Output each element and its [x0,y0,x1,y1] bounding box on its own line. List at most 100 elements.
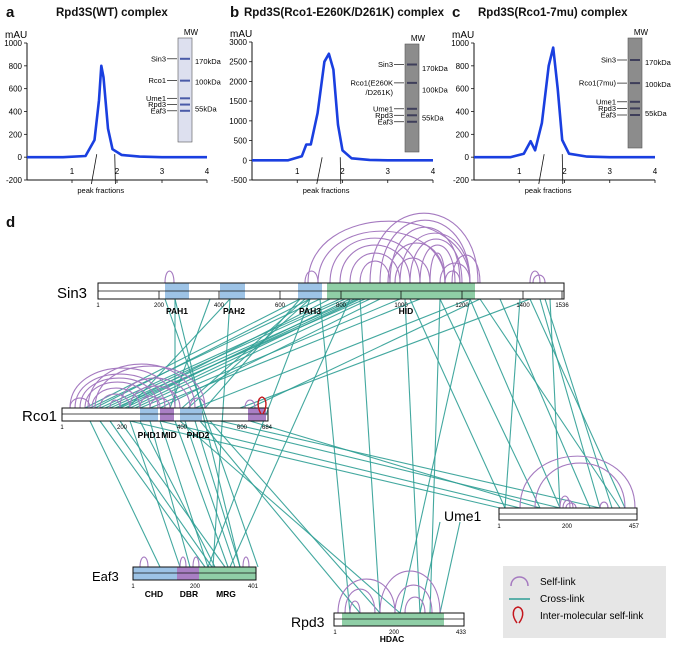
peak-label-b: peak fractions [303,186,350,195]
sin3-self-link-21 [532,274,546,284]
rco1-self-link-5 [99,393,131,409]
band-label-b-1: Rco1(E260K [350,78,393,87]
cross-link-23 [127,298,231,409]
sin3-self-link-17 [439,262,471,284]
cross-link-58 [539,298,601,509]
band-label-b-0: Sin3 [378,60,393,69]
rco1-self-link-7 [87,363,196,409]
x-tick-label-a-1: 1 [70,167,75,176]
eaf3-tick-200: 200 [190,584,201,590]
eaf3-tick-401: 401 [248,584,259,590]
ume1-tick-1: 1 [497,524,501,530]
rco1-domain-purple-2 [248,408,266,421]
ume1-self-link-0 [519,455,636,509]
y-tick-label-a--200: -200 [6,176,23,185]
sin3-self-link-12 [409,238,463,284]
panel-letter-a: a [6,4,15,21]
ume1-tick-457: 457 [629,524,640,530]
y-tick-label-b-1500: 1500 [229,97,247,106]
x-tick-label-a-2: 2 [115,167,120,176]
band-label-a-0: Sin3 [151,54,166,63]
legend-box [503,566,666,638]
rco1-self-link-13 [69,397,91,409]
rco1-self-link-10 [129,385,181,409]
gel-band-a-2 [180,97,190,100]
sin3-tick-1200: 1200 [455,303,469,309]
y-unit-b: mAU [230,29,252,40]
cross-link-36 [209,420,381,614]
ume1-self-link-2 [559,495,571,509]
rco1-tick-200: 200 [117,425,128,431]
cross-link-8 [117,298,331,409]
rco1-self-link-12 [149,397,171,409]
band-label-a-2: Ume1 [146,94,166,103]
rpd3-tick-433: 433 [456,630,467,636]
mw-marker-b-0: 170kDa [422,64,449,73]
ume1-self-link-1 [534,462,626,509]
rco1-inter-molecular-self-link [257,396,267,415]
ume1-track: Ume1 1 200 457 [444,507,640,530]
cross-link-10 [94,298,311,409]
cross-link-27 [139,420,216,568]
cross-link-42 [249,420,541,509]
rco1-self-link-4 [91,387,141,409]
y-tick-label-b-3000: 3000 [229,38,247,47]
eaf3-domain-mrg [199,567,256,580]
x-tick-label-a-3: 3 [160,167,165,176]
peak-marker-right-a [114,154,116,185]
cross-link-39 [159,420,521,509]
gel-band-a-0 [180,57,190,60]
ume1-self-link-3 [562,499,574,509]
rco1-tick-1: 1 [60,425,64,431]
cross-link-64 [439,521,461,614]
legend-self-link: Self-link [540,577,577,588]
rpd3-self-link-3 [379,570,441,614]
sin3-self-link-15 [387,242,446,284]
rco1-domain-phd2 [180,408,202,421]
band-label-a-3: Rpd3 [148,100,166,109]
y-tick-label-c-200: 200 [456,130,470,139]
y-tick-label-c-0: 0 [465,153,470,162]
cross-link-35 [199,420,361,614]
cross-link-49 [359,298,381,614]
x-tick-label-b-1: 1 [295,167,300,176]
inter-self-link-legend-icon [512,606,524,624]
rco1-domain-mid [160,408,174,421]
cross-link-54 [439,298,541,509]
ume1-tick-200: 200 [562,524,573,530]
y-tick-label-b--500: -500 [231,176,248,185]
sin3-self-link-7 [359,260,391,284]
cross-link-57 [529,298,626,509]
y-tick-label-b-0: 0 [243,156,248,165]
peak-label-a: peak fractions [77,186,124,195]
cross-link-43 [164,298,259,568]
cross-link-5 [124,298,351,409]
y-tick-label-c-400: 400 [456,108,470,117]
cross-link-40 [199,420,561,509]
x-tick-label-c-4: 4 [653,167,658,176]
y-tick-label-a-1000: 1000 [4,39,22,48]
rco1-track: Rco1 1 200 400 600 684 PHD1 MID PHD2 [22,396,273,440]
sin3-domain-label-pah3: PAH3 [299,306,321,316]
panel-title-a: Rpd3S(WT) complex [56,7,168,19]
rco1-self-link-14 [189,397,206,409]
rco1-bar [61,407,269,422]
x-tick-label-b-3: 3 [386,167,391,176]
peak-marker-left-c [538,154,545,185]
sin3-self-link-16 [394,257,431,284]
sin3-domain-label-pah2: PAH2 [223,306,245,316]
rco1-domain-label-phd2: PHD2 [187,430,210,440]
cross-link-15 [169,298,211,409]
cross-link-37 [179,420,401,614]
panel-letter-d: d [6,214,16,231]
y-tick-label-b-1000: 1000 [229,117,247,126]
gel-band-b-0 [407,63,417,66]
cross-link-13 [149,298,421,409]
eaf3-domain-chd [133,567,177,580]
rco1-label: Rco1 [22,408,57,425]
ume1-label: Ume1 [444,508,482,524]
cross-link-38 [129,420,501,509]
cross-link-9 [89,298,321,409]
